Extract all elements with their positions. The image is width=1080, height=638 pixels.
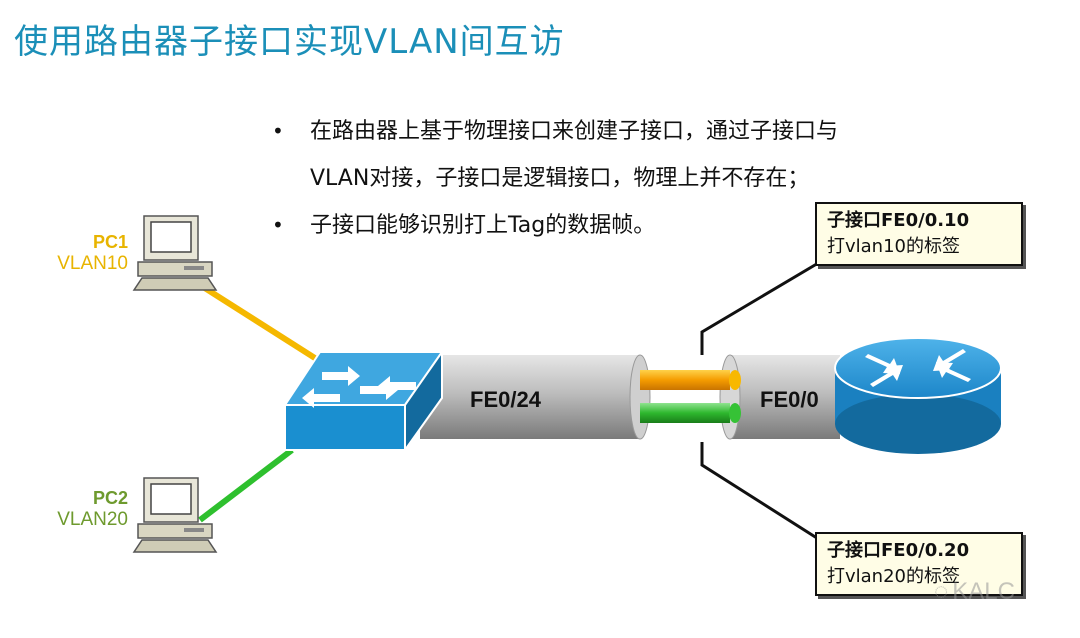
switch-icon bbox=[283, 348, 444, 454]
bullet-item-1: • 在路由器上基于物理接口来创建子接口，通过子接口与VLAN对接，子接口是逻辑接… bbox=[270, 108, 850, 202]
callout2-title: 子接口FE0/0.20 bbox=[827, 540, 970, 561]
pc1-name: PC1 bbox=[92, 232, 128, 252]
pc1-vlan: VLAN10 bbox=[57, 253, 128, 274]
bullet-dot: • bbox=[272, 119, 284, 143]
callout1-desc: 打vlan10的标签 bbox=[827, 236, 960, 257]
callout1-pointer bbox=[700, 260, 821, 355]
pc1-label: PC1 VLAN10 bbox=[30, 232, 128, 275]
pc2-link bbox=[198, 447, 294, 523]
bullet-text-1: 在路由器上基于物理接口来创建子接口，通过子接口与VLAN对接，子接口是逻辑接口，… bbox=[310, 119, 839, 191]
switch-interface-label: FE0/24 bbox=[470, 387, 541, 412]
bullet-item-2: • 子接口能够识别打上Tag的数据帧。 bbox=[270, 202, 850, 249]
router-icon bbox=[834, 337, 1002, 454]
callout2-pointer bbox=[700, 442, 821, 542]
bullet-list: • 在路由器上基于物理接口来创建子接口，通过子接口与VLAN对接，子接口是逻辑接… bbox=[270, 108, 850, 249]
pc2-computer-icon bbox=[132, 477, 218, 553]
wechat-icon: ◌ bbox=[934, 578, 949, 605]
subinterface-callout-20: 子接口FE0/0.20 打vlan20的标签 bbox=[815, 532, 1023, 596]
pc2-label: PC2 VLAN20 bbox=[30, 488, 128, 531]
trunk-cable bbox=[420, 354, 840, 440]
pc2-name: PC2 bbox=[92, 488, 128, 508]
bullet-text-2: 子接口能够识别打上Tag的数据帧。 bbox=[310, 213, 656, 238]
callout2-desc: 打vlan20的标签 bbox=[827, 566, 960, 587]
pc1-link bbox=[198, 282, 320, 363]
subinterface-callout-10: 子接口FE0/0.10 打vlan10的标签 bbox=[815, 202, 1023, 266]
pc2-vlan: VLAN20 bbox=[57, 509, 128, 530]
pc1-computer-icon bbox=[132, 215, 218, 291]
router-interface-label: FE0/0 bbox=[760, 387, 819, 412]
bullet-dot: • bbox=[272, 213, 284, 237]
page-title: 使用路由器子接口实现VLAN间互访 bbox=[14, 22, 565, 62]
watermark-text: KALC bbox=[952, 578, 1015, 605]
watermark: ◌ KALC bbox=[934, 578, 1015, 606]
callout1-title: 子接口FE0/0.10 bbox=[827, 210, 970, 231]
